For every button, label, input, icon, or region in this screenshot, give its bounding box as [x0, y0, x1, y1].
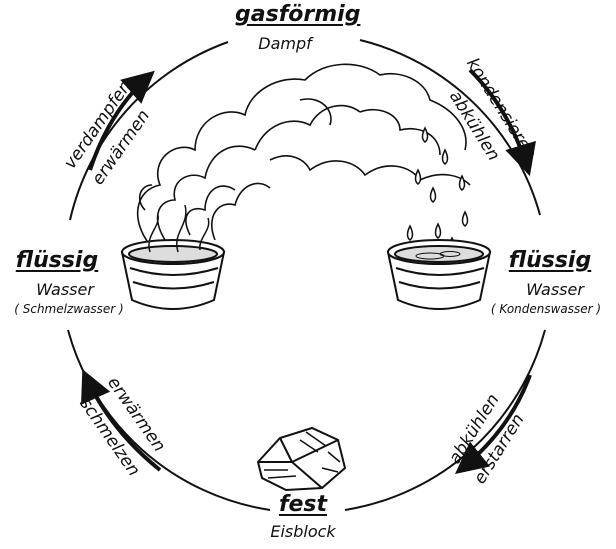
state-top-subtitle: Dampf	[245, 34, 325, 53]
state-left-title: flüssig	[12, 248, 102, 273]
steam-cloud-icon	[138, 64, 470, 245]
ice-block-icon	[258, 428, 345, 490]
state-bottom-title: fest	[268, 492, 338, 517]
water-drops-icon	[408, 128, 468, 252]
state-top-title: gasförmig	[235, 2, 335, 27]
state-bottom-subtitle: Eisblock	[258, 522, 348, 541]
state-left-line2: ( Schmelzwasser )	[4, 302, 134, 316]
state-right-line1: Wasser	[515, 280, 595, 299]
state-right-line2: ( Kondenswasser )	[478, 302, 614, 316]
bowl-steaming-icon	[122, 205, 224, 309]
state-right-title: flüssig	[505, 248, 595, 273]
bowl-condensing-icon	[388, 240, 490, 309]
state-left-line1: Wasser	[20, 280, 110, 299]
